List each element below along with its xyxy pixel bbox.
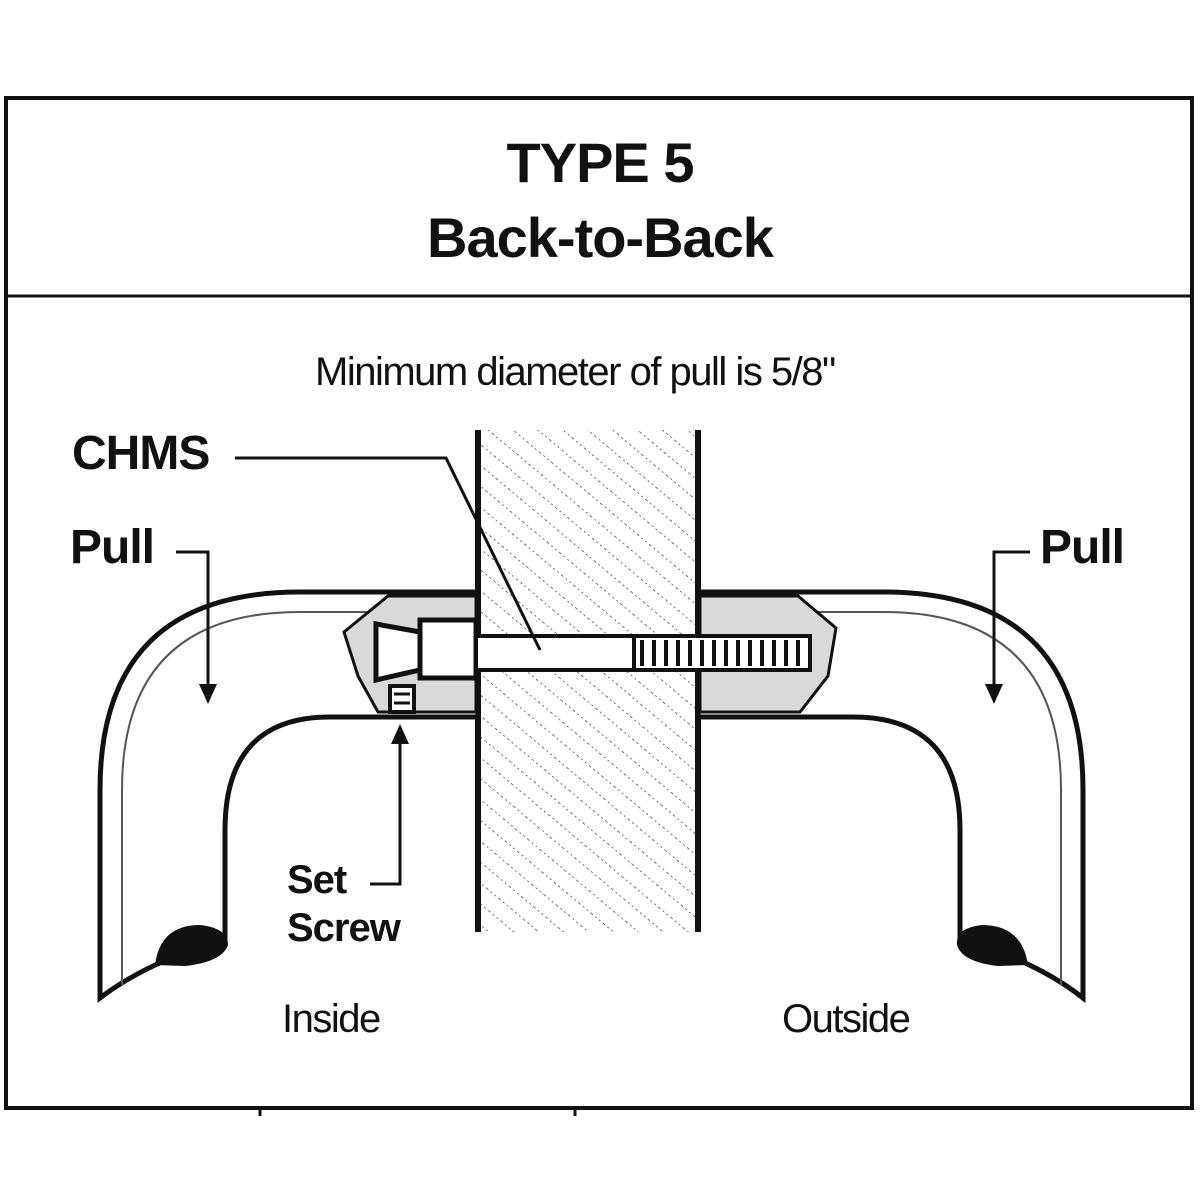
outer-frame (4, 96, 1194, 1110)
pull-right-leader (992, 550, 1030, 688)
pull-right-arrowhead (985, 684, 1003, 704)
page-title-line2: Back-to-Back (427, 206, 774, 269)
set-screw-leader (370, 742, 402, 886)
pull-inside-foot (155, 925, 228, 966)
bolt-shoulder (417, 617, 479, 681)
chms-leader (235, 456, 542, 651)
pull-left-arrowhead (199, 684, 217, 704)
diameter-note: Minimum diameter of pull is 5/8" (315, 350, 836, 394)
pull-outside-foot (956, 925, 1028, 966)
pull-left-label: Pull (70, 521, 155, 574)
set-screw-arrowhead (391, 724, 409, 744)
pull-inside-highlight (121, 611, 400, 985)
bolt-head (373, 621, 423, 684)
set-screw-label-line2: Screw (287, 906, 401, 950)
door-section (478, 430, 698, 932)
pull-outside-highlight (800, 611, 1062, 985)
set-screw-label-line1: Set (287, 858, 347, 902)
bolt-thread (632, 634, 812, 672)
inside-label: Inside (282, 997, 381, 1041)
outside-label: Outside (782, 997, 911, 1041)
pull-right-label: Pull (1040, 521, 1125, 574)
chms-label: CHMS (72, 427, 210, 480)
page-title-line1: TYPE 5 (506, 131, 695, 194)
pull-left-leader (176, 550, 210, 688)
set-screw-label: Set Screw (287, 856, 401, 952)
set-screw (388, 684, 416, 714)
